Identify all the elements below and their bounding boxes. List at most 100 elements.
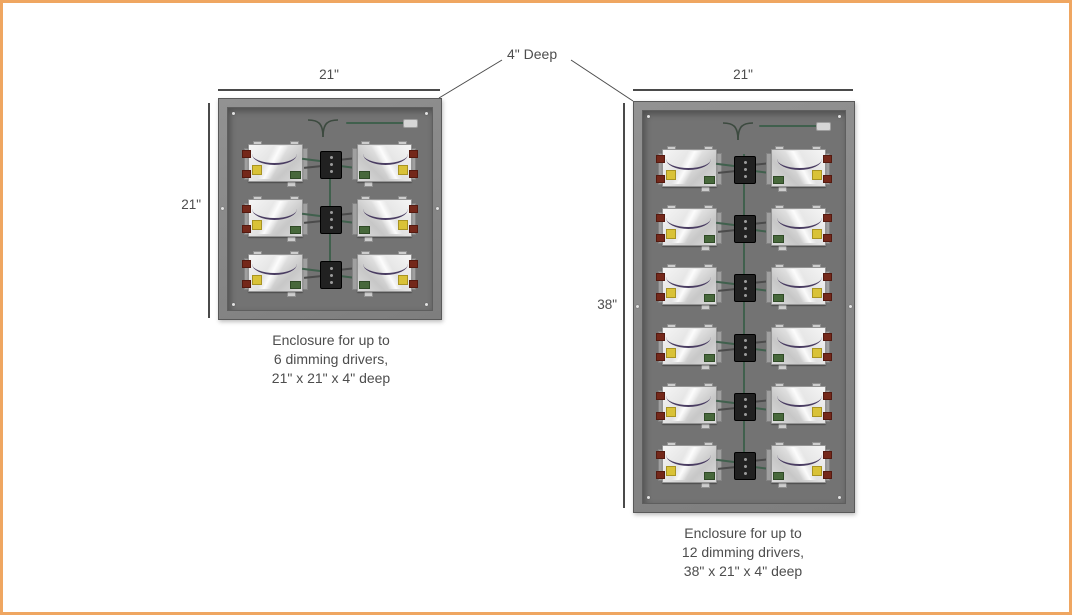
line-voltage-connector [656, 233, 665, 242]
line-voltage-connector [656, 352, 665, 361]
dimming-connector [704, 234, 715, 243]
caption-line: 38" x 21" x 4" deep [683, 563, 803, 579]
warning-label [252, 219, 262, 230]
line-voltage-connector [656, 273, 665, 282]
terminal-screw [743, 346, 747, 350]
terminal-screw [743, 405, 747, 409]
terminal-screw [329, 218, 333, 222]
purple-wire [252, 154, 297, 165]
driver-row [649, 145, 839, 192]
width-dimension-line-enclosure-6 [218, 89, 440, 91]
line-voltage-connector [656, 471, 665, 480]
wire-to-left-driver [303, 220, 322, 224]
dimming-driver-right [766, 442, 832, 489]
line-voltage-connector [656, 451, 665, 460]
caption-line: 6 dimming drivers, [273, 351, 389, 367]
terminal-block [734, 333, 756, 362]
warning-label [252, 164, 262, 175]
terminal-zone [301, 143, 359, 185]
warning-label [398, 275, 408, 286]
width-dimension-label-enclosure-6: 21" [319, 67, 339, 82]
dimming-connector [359, 225, 370, 234]
top-wiring-area [228, 110, 432, 137]
dimming-connector [704, 294, 715, 303]
screw-icon [436, 207, 439, 210]
terminal-screw [743, 398, 747, 402]
driver-mounting-tab [701, 482, 710, 489]
terminal-screw [329, 273, 333, 277]
enclosure-back-panel [227, 107, 433, 311]
line-voltage-connector [823, 233, 832, 242]
line-voltage-connector [242, 204, 251, 213]
dimming-connector [773, 412, 784, 421]
dimming-connector [773, 472, 784, 481]
terminal-screw [329, 155, 333, 159]
terminal-block [734, 452, 756, 481]
line-voltage-connector [242, 169, 251, 178]
screw-icon [221, 207, 224, 210]
dimming-connector [290, 281, 301, 290]
terminal-block [734, 392, 756, 421]
caption-line: Enclosure for up to [272, 332, 390, 348]
dimming-connector [773, 234, 784, 243]
ground-wire [346, 122, 406, 124]
terminal-screw [743, 338, 747, 342]
dimming-driver-right [766, 145, 832, 192]
dimming-connector [773, 294, 784, 303]
dimming-driver-right [766, 264, 832, 311]
line-voltage-connector [823, 411, 832, 420]
warning-label [812, 466, 822, 477]
terminal-zone [715, 207, 773, 249]
terminal-block [320, 261, 342, 290]
height-dimension-line-enclosure-6 [208, 103, 210, 318]
line-voltage-connector [409, 169, 418, 178]
purple-wire [666, 218, 711, 229]
line-voltage-connector [823, 273, 832, 282]
dimming-driver-right [766, 323, 832, 370]
terminal-zone [715, 385, 773, 427]
dimming-driver-left [242, 195, 308, 242]
driver-row [649, 204, 839, 251]
purple-wire [252, 209, 297, 220]
terminal-screw [743, 294, 747, 298]
terminal-screw [329, 163, 333, 167]
purple-wire [666, 396, 711, 407]
dimming-connector [773, 353, 784, 362]
line-voltage-connector [656, 411, 665, 420]
terminal-screw [743, 457, 747, 461]
line-voltage-connector [409, 204, 418, 213]
warning-label [252, 275, 262, 286]
line-voltage-connector [823, 154, 832, 163]
driver-row [649, 442, 839, 489]
driver-mounting-tab [701, 304, 710, 311]
wire-to-left-driver [717, 466, 736, 471]
dimming-driver-left [242, 251, 308, 298]
terminal-zone [715, 266, 773, 308]
terminal-block [734, 155, 756, 184]
warning-label [812, 347, 822, 358]
dimming-connector [290, 225, 301, 234]
driver-row [234, 251, 426, 298]
purple-wire [666, 455, 711, 467]
terminal-screw [743, 464, 747, 468]
warning-label [398, 164, 408, 175]
terminal-screw [329, 281, 333, 285]
warning-label [666, 228, 676, 239]
warning-label [812, 288, 822, 299]
terminal-zone [715, 148, 773, 190]
caption-enclosure-12: Enclosure for up to 12 dimming drivers, … [633, 524, 853, 581]
dimming-connector [704, 175, 715, 184]
terminal-block [734, 214, 756, 243]
line-voltage-connector [823, 293, 832, 302]
driver-row [649, 264, 839, 311]
dimming-driver-left [242, 140, 308, 187]
screw-icon [849, 305, 852, 308]
dimming-connector [704, 472, 715, 481]
warning-label [666, 347, 676, 358]
warning-label [398, 219, 408, 230]
terminal-screw [329, 266, 333, 270]
terminal-zone [715, 444, 773, 486]
terminal-screw [743, 220, 747, 224]
terminal-screw [743, 472, 747, 476]
terminal-zone [301, 253, 359, 295]
